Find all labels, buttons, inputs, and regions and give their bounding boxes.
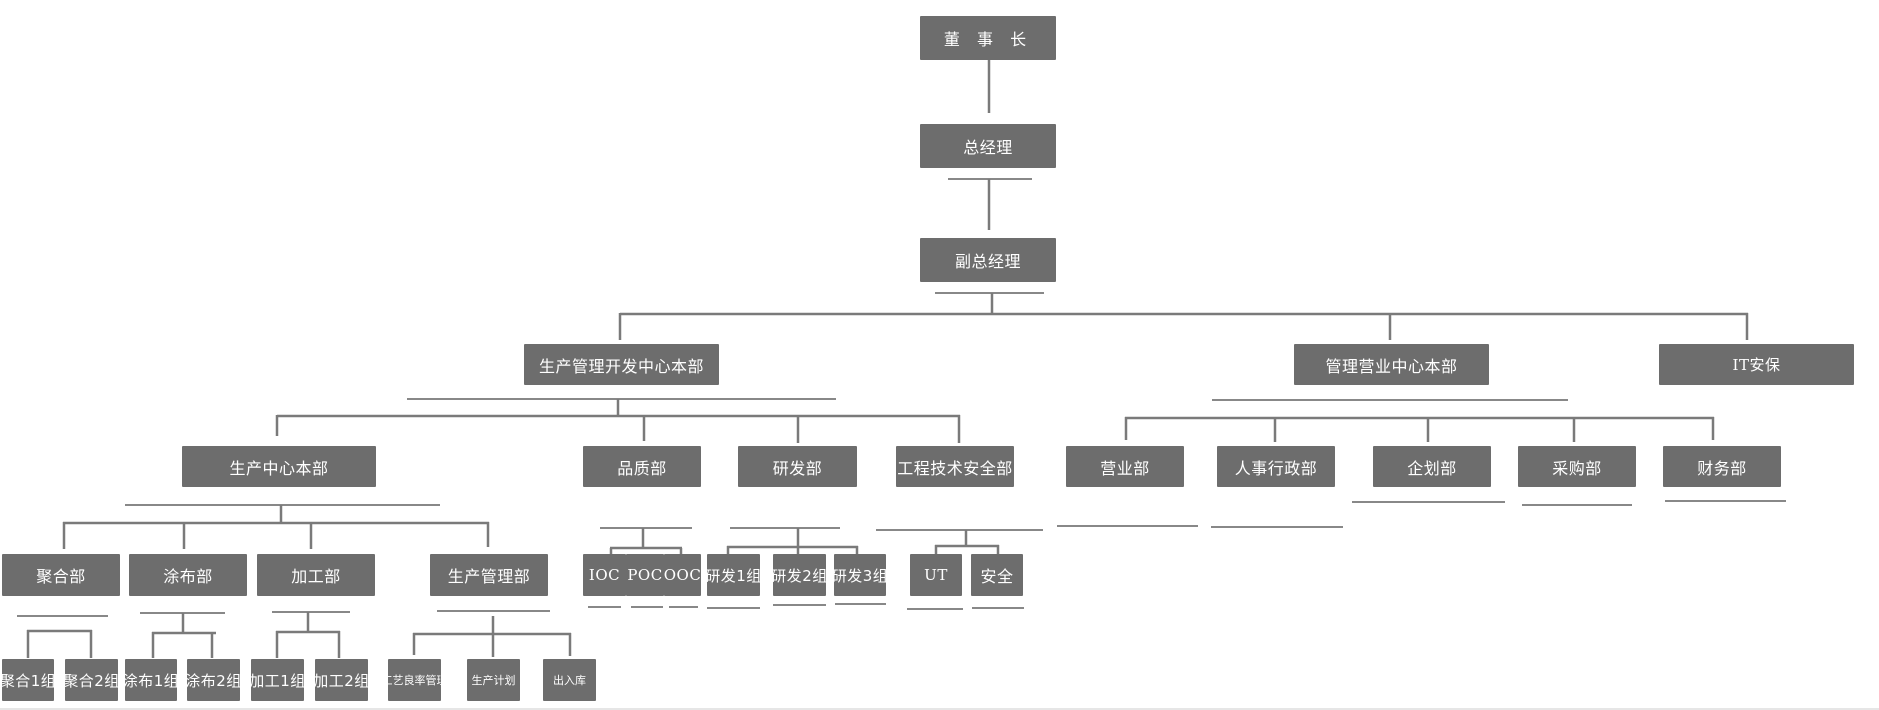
bottom-rule — [0, 708, 1879, 710]
node-production-plan: 生产计划 — [467, 659, 520, 701]
node-it-security: IT安保 — [1659, 344, 1854, 385]
node-processing-group-1: 加工1组 — [251, 659, 304, 701]
node-poc: POC — [626, 554, 664, 596]
node-rnd-dept: 研发部 — [738, 446, 857, 487]
node-ut: UT — [910, 554, 962, 596]
node-rnd-group-2: 研发2组 — [773, 554, 826, 596]
node-general-manager: 总经理 — [920, 124, 1056, 168]
node-polymer-group-1: 聚合1组 — [2, 659, 54, 701]
node-coating-group-2: 涂布2组 — [187, 659, 240, 701]
node-coating-dept: 涂布部 — [129, 554, 247, 596]
node-sales-dept: 营业部 — [1066, 446, 1184, 487]
node-production-dev-center: 生产管理开发中心本部 — [524, 344, 719, 385]
node-ioc: IOC — [583, 554, 626, 596]
node-polymer-dept: 聚合部 — [2, 554, 120, 596]
node-production-mgmt-dept: 生产管理部 — [430, 554, 548, 596]
node-quality-dept: 品质部 — [583, 446, 701, 487]
node-planning-dept: 企划部 — [1373, 446, 1491, 487]
node-ooc: OOC — [664, 554, 701, 596]
node-safety: 安全 — [971, 554, 1023, 596]
node-rnd-group-3: 研发3组 — [834, 554, 886, 596]
node-rnd-group-1: 研发1组 — [707, 554, 760, 596]
node-process-yield-mgmt: 工艺良率管理 — [388, 659, 441, 701]
node-polymer-group-2: 聚合2组 — [65, 659, 118, 701]
node-hr-admin-dept: 人事行政部 — [1217, 446, 1335, 487]
node-processing-dept: 加工部 — [257, 554, 375, 596]
node-processing-group-2: 加工2组 — [315, 659, 368, 701]
node-management-sales-center: 管理营业中心本部 — [1294, 344, 1489, 385]
node-deputy-gm: 副总经理 — [920, 238, 1056, 282]
node-coating-group-1: 涂布1组 — [125, 659, 177, 701]
node-warehouse: 出入库 — [543, 659, 596, 701]
node-purchasing-dept: 采购部 — [1518, 446, 1636, 487]
node-production-center: 生产中心本部 — [182, 446, 376, 487]
node-engineering-safety-dept: 工程技术安全部 — [896, 446, 1014, 487]
node-finance-dept: 财务部 — [1663, 446, 1781, 487]
node-chairman: 董 事 长 — [920, 16, 1056, 60]
